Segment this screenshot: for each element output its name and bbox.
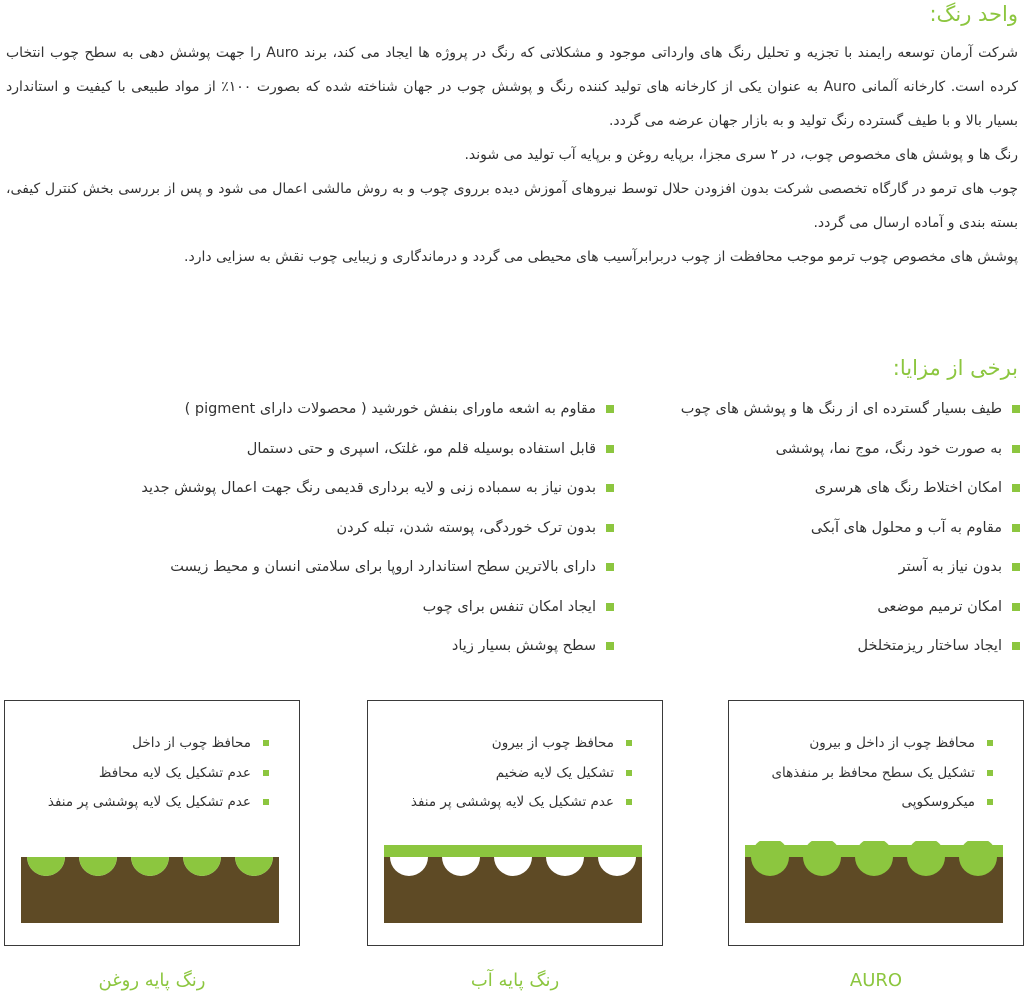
list-item: به صورت خود رنگ، موج نما، پوششی (681, 438, 1020, 478)
bullet-icon (626, 799, 632, 805)
bullet-icon (606, 602, 614, 611)
panel-auro: محافظ چوب از داخل و بیرون تشکیل یک سطح م… (728, 700, 1024, 946)
caption-auro: AURO (849, 970, 903, 991)
panel-list: محافظ چوب از داخل عدم تشکیل یک لایه محاف… (48, 733, 269, 822)
list-item: امکان اختلاط رنگ های هرسری (681, 477, 1020, 517)
list-item: تشکیل یک لایه ضخیم (411, 763, 632, 793)
list-item-text: عدم تشکیل یک لایه پوششی پر منفذ (410, 794, 614, 810)
panel-water-based: محافظ چوب از بیرون تشکیل یک لایه ضخیم عد… (367, 700, 663, 946)
bullet-icon (263, 740, 269, 746)
panel-list: محافظ چوب از داخل و بیرون تشکیل یک سطح م… (771, 733, 993, 822)
list-item: عدم تشکیل یک لایه محافظ (48, 763, 269, 793)
list-item: محافظ چوب از داخل (48, 733, 269, 763)
bullet-icon (1012, 563, 1020, 571)
list-item: محافظ چوب از بیرون (411, 733, 632, 763)
list-item-text: ایجاد ساختار ریزمتخلخل (857, 638, 1002, 654)
list-item: بدون نیاز به سمباده زنی و لایه برداری قد… (141, 477, 614, 517)
bullet-icon (1012, 444, 1020, 453)
list-item-text: عدم تشکیل یک لایه محافظ (98, 764, 251, 781)
wood-surface-layer-illustration (384, 841, 642, 923)
list-item-text: مقاوم به اشعه ماورای بنفش خورشید ( محصول… (184, 401, 596, 417)
list-item-text: سطح پوشش بسیار زیاد (451, 638, 596, 654)
list-item-text: میکروسکوپی (901, 794, 975, 810)
bullet-icon (606, 444, 614, 453)
bullet-icon (987, 769, 993, 776)
bullet-icon (606, 523, 614, 532)
intro-paragraph: چوب های ترمو در گارگاه تخصصی شرکت بدون ا… (6, 181, 1018, 231)
bullet-icon (1012, 602, 1020, 611)
bullet-icon (606, 563, 614, 571)
list-item: مقاوم به آب و محلول های آبکی (681, 517, 1020, 557)
list-item-text: امکان ترمیم موضعی (877, 598, 1002, 615)
list-item: مقاوم به اشعه ماورای بنفش خورشید ( محصول… (141, 398, 614, 438)
intro-paragraphs: شرکت آرمان توسعه رایمند با تجزیه و تحلیل… (6, 36, 1018, 274)
list-item-text: طیف بسیار گسترده ای از رنگ ها و پوشش های… (680, 401, 1002, 417)
bullet-icon (626, 740, 632, 746)
list-item: عدم تشکیل یک لایه پوششی پر منفذ (411, 792, 632, 822)
list-item: ایجاد امکان تنفس برای چوب (141, 596, 614, 636)
list-item-text: امکان اختلاط رنگ های هرسری (814, 480, 1002, 496)
list-item: عدم تشکیل یک لایه پوششی پر منفذ (48, 792, 269, 822)
list-item-text: قابل استفاده بوسیله قلم مو، غلتک، اسپری … (246, 440, 596, 457)
bullet-icon (606, 405, 614, 413)
bullet-icon (987, 740, 993, 746)
benefits-list-right: طیف بسیار گسترده ای از رنگ ها و پوشش های… (681, 398, 1020, 675)
wood-pores-filled-illustration (21, 841, 279, 923)
list-item: ایجاد ساختار ریزمتخلخل (681, 635, 1020, 675)
section-heading-color-unit: واحد رنگ: (929, 2, 1018, 26)
list-item-text: به صورت خود رنگ، موج نما، پوششی (775, 440, 1002, 457)
bullet-icon (1012, 642, 1020, 650)
caption-water-based: رنگ پایه آب (470, 970, 560, 991)
list-item-text: تشکیل یک لایه ضخیم (495, 764, 614, 781)
bullet-icon (606, 484, 614, 492)
section-heading-benefits: برخی از مزایا: (892, 356, 1018, 380)
intro-paragraph: پوشش های مخصوص چوب ترمو موجب محافظت از چ… (184, 249, 1018, 265)
list-item-text: بدون نیاز به سمباده زنی و لایه برداری قد… (141, 480, 596, 496)
list-item: بدون ترک خوردگی، پوسته شدن، تبله کردن (141, 517, 614, 557)
panel-oil-based: محافظ چوب از داخل عدم تشکیل یک لایه محاف… (4, 700, 300, 946)
wood-pores-penetrated-illustration (745, 841, 1003, 923)
intro-paragraph: رنگ ها و پوشش های مخصوص چوب، در ۲ سری مج… (464, 147, 1018, 163)
list-item-text: بدون ترک خوردگی، پوسته شدن، تبله کردن (336, 519, 596, 536)
list-item: بدون نیاز به آستر (681, 556, 1020, 596)
bullet-icon (263, 769, 269, 776)
bullet-icon (263, 799, 269, 805)
intro-paragraph: شرکت آرمان توسعه رایمند با تجزیه و تحلیل… (6, 45, 1019, 129)
list-item-text: عدم تشکیل یک لایه پوششی پر منفذ (47, 794, 251, 810)
bullet-icon (1012, 484, 1020, 492)
list-item: میکروسکوپی (771, 792, 993, 822)
list-item: دارای بالاترین سطح استاندارد اروپا برای … (141, 556, 614, 596)
list-item-text: ایجاد امکان تنفس برای چوب (422, 598, 596, 615)
bullet-icon (606, 642, 614, 650)
caption-oil-based: رنگ پایه روغن (98, 970, 206, 991)
bullet-icon (1012, 523, 1020, 532)
panel-list: محافظ چوب از بیرون تشکیل یک لایه ضخیم عد… (411, 733, 632, 822)
list-item-text: تشکیل یک سطح محافظ بر منفذهای (771, 764, 975, 781)
list-item: تشکیل یک سطح محافظ بر منفذهای (771, 763, 993, 793)
list-item: محافظ چوب از داخل و بیرون (771, 733, 993, 763)
bullet-icon (987, 799, 993, 805)
list-item-text: محافظ چوب از بیرون (491, 735, 614, 751)
bullet-icon (626, 769, 632, 776)
list-item-text: دارای بالاترین سطح استاندارد اروپا برای … (170, 559, 596, 575)
list-item: قابل استفاده بوسیله قلم مو، غلتک، اسپری … (141, 438, 614, 478)
list-item: امکان ترمیم موضعی (681, 596, 1020, 636)
bullet-icon (1012, 405, 1020, 413)
list-item: سطح پوشش بسیار زیاد (141, 635, 614, 675)
list-item-text: محافظ چوب از داخل و بیرون (809, 735, 975, 751)
benefits-list-left: مقاوم به اشعه ماورای بنفش خورشید ( محصول… (141, 398, 614, 675)
list-item-text: بدون نیاز به آستر (898, 559, 1002, 575)
list-item: طیف بسیار گسترده ای از رنگ ها و پوشش های… (681, 398, 1020, 438)
list-item-text: محافظ چوب از داخل (132, 735, 251, 751)
list-item-text: مقاوم به آب و محلول های آبکی (810, 519, 1002, 536)
